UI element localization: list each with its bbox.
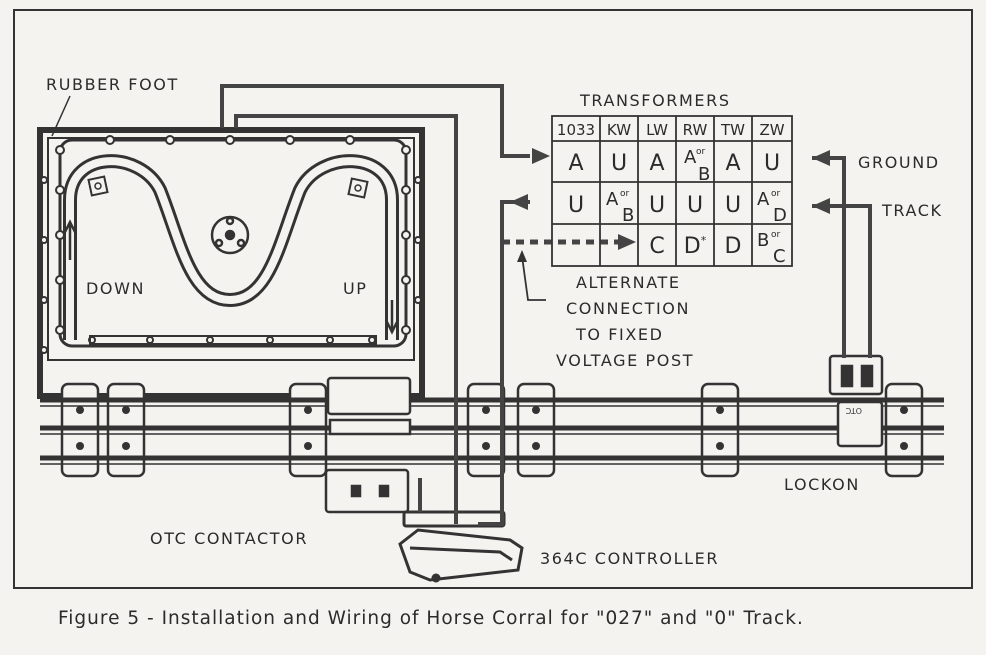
- svg-text:or: or: [771, 230, 781, 240]
- svg-text:or: or: [620, 189, 630, 199]
- svg-text:A: A: [757, 189, 770, 210]
- ground-cell-kw: U: [611, 151, 627, 176]
- ground-cell-rw: A or B: [684, 147, 710, 185]
- otc-contactor: [324, 376, 412, 514]
- figure-caption: Figure 5 - Installation and Wiring of Ho…: [58, 608, 804, 629]
- track-cell-kw: A or B: [606, 189, 634, 226]
- track-cell-1033: U: [568, 193, 584, 218]
- table-header-tw: TW: [720, 121, 745, 139]
- arrow-from-track: [812, 198, 830, 214]
- svg-text:C: C: [773, 246, 786, 267]
- table-row-alternate: C D* D B or C: [649, 230, 785, 267]
- svg-text:A: A: [684, 147, 697, 168]
- track-cell-tw: U: [725, 193, 741, 218]
- arrow-to-track-row: [510, 194, 528, 210]
- otc-contactor-label: OTC CONTACTOR: [150, 529, 308, 548]
- table-header-lw: LW: [646, 121, 668, 139]
- arrow-from-ground: [812, 150, 830, 166]
- table-header-1033: 1033: [557, 121, 595, 139]
- table-header-rw: RW: [683, 121, 708, 139]
- lockon-label: LOCKON: [784, 475, 860, 494]
- path-arrow-down: [62, 219, 78, 260]
- transformers-label: TRANSFORMERS: [579, 91, 731, 110]
- table-row-ground: A U A A or B A U: [568, 147, 780, 185]
- corral-rail: [58, 138, 408, 348]
- table-header-zw: ZW: [759, 121, 784, 139]
- corral-hub: [210, 215, 250, 255]
- path-arrow-up: [384, 300, 400, 335]
- ground-cell-tw: A: [725, 151, 740, 176]
- alternate-label-line2: CONNECTION: [566, 299, 690, 318]
- horse-path: [63, 154, 399, 340]
- svg-text:B: B: [698, 164, 710, 185]
- down-label: DOWN: [86, 279, 145, 298]
- track-section: [40, 382, 944, 478]
- arrow-to-ground-row: [532, 148, 550, 164]
- arrow-alternate: [618, 234, 636, 250]
- track-label: TRACK: [881, 201, 943, 220]
- diagram-frame: [13, 9, 973, 589]
- alt-cell-lw: C: [649, 234, 664, 259]
- track-cell-rw: U: [687, 193, 703, 218]
- track-cell-zw: A or D: [757, 189, 787, 226]
- table-row-track: U A or B U U U A or D: [568, 189, 787, 226]
- alt-cell-rw: D*: [684, 234, 707, 259]
- ground-cell-lw: A: [649, 151, 664, 176]
- svg-text:or: or: [771, 189, 781, 199]
- corral-plate-left: [87, 175, 109, 197]
- svg-text:B: B: [757, 230, 769, 251]
- rubber-foot-label: RUBBER FOOT: [46, 75, 179, 94]
- alt-cell-zw: B or C: [757, 230, 786, 267]
- controller-device: [398, 510, 524, 583]
- corral-plate-right: [347, 177, 369, 199]
- table-header-kw: KW: [607, 121, 631, 139]
- svg-text:A: A: [606, 189, 619, 210]
- alternate-leader: [521, 255, 546, 301]
- lockon-stamp: OTC: [845, 406, 862, 415]
- ground-label: GROUND: [858, 153, 940, 172]
- ground-cell-1033: A: [568, 151, 583, 176]
- svg-text:D: D: [773, 205, 787, 226]
- up-label: UP: [343, 279, 368, 298]
- horse-corral: [37, 95, 425, 399]
- controller-label: 364C CONTROLLER: [540, 549, 719, 568]
- alternate-label-line4: VOLTAGE POST: [556, 351, 694, 370]
- svg-text:B: B: [622, 205, 634, 226]
- svg-text:or: or: [696, 147, 706, 157]
- lockon: [828, 354, 884, 448]
- track-cell-lw: U: [649, 193, 665, 218]
- ground-cell-zw: U: [764, 151, 780, 176]
- alternate-label-line1: ALTERNATE: [576, 273, 681, 292]
- corral-bottom-fence: [89, 335, 377, 345]
- transformer-table: [551, 115, 793, 267]
- corral-outer-frame: [37, 127, 425, 399]
- alt-cell-tw: D: [725, 234, 742, 259]
- alternate-label-line3: TO FIXED: [575, 325, 664, 344]
